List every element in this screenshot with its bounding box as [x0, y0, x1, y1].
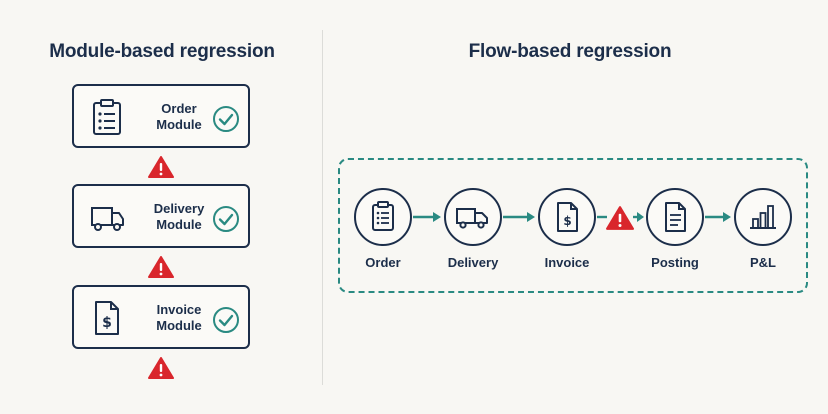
flow-node-invoice: $: [537, 187, 597, 247]
document-icon: [646, 188, 704, 246]
flow-container: [338, 158, 808, 293]
flow-arrow: [633, 212, 644, 222]
check-icon: [213, 307, 239, 333]
flow-node-delivery: [443, 187, 503, 247]
check-icon: [213, 206, 239, 232]
flow-arrow: [705, 212, 731, 222]
check-icon: [213, 106, 239, 132]
invoice-icon: $: [538, 188, 596, 246]
clipboard-icon: [354, 188, 412, 246]
warning-icon: [148, 256, 174, 278]
clipboard-icon: [93, 99, 121, 135]
warning-icon: [606, 206, 634, 230]
flow-node-posting: [645, 187, 705, 247]
bar-chart-icon: [734, 188, 792, 246]
flow-arrow: [503, 212, 535, 222]
flow-label-posting: Posting: [651, 255, 699, 270]
module-regression-title: Module-based regression: [49, 41, 275, 62]
svg-text:$: $: [563, 214, 571, 228]
truck-icon: [444, 188, 502, 246]
flow-label-pl: P&L: [750, 255, 776, 270]
flow-regression-title: Flow-based regression: [468, 41, 672, 62]
invoice-icon: $: [95, 301, 119, 335]
section-divider: [322, 30, 323, 385]
flow-node-order: [353, 187, 413, 247]
flow-label-order: Order: [365, 255, 401, 270]
flow-node-pl: [733, 187, 793, 247]
truck-icon: [91, 207, 124, 231]
svg-text:$: $: [102, 315, 112, 331]
warning-icon: [148, 156, 174, 178]
flow-label-invoice: Invoice: [544, 255, 590, 270]
flow-arrow: [413, 212, 441, 222]
flow-link: [597, 215, 607, 219]
flow-label-delivery: Delivery: [447, 255, 499, 270]
warning-icon: [148, 357, 174, 379]
